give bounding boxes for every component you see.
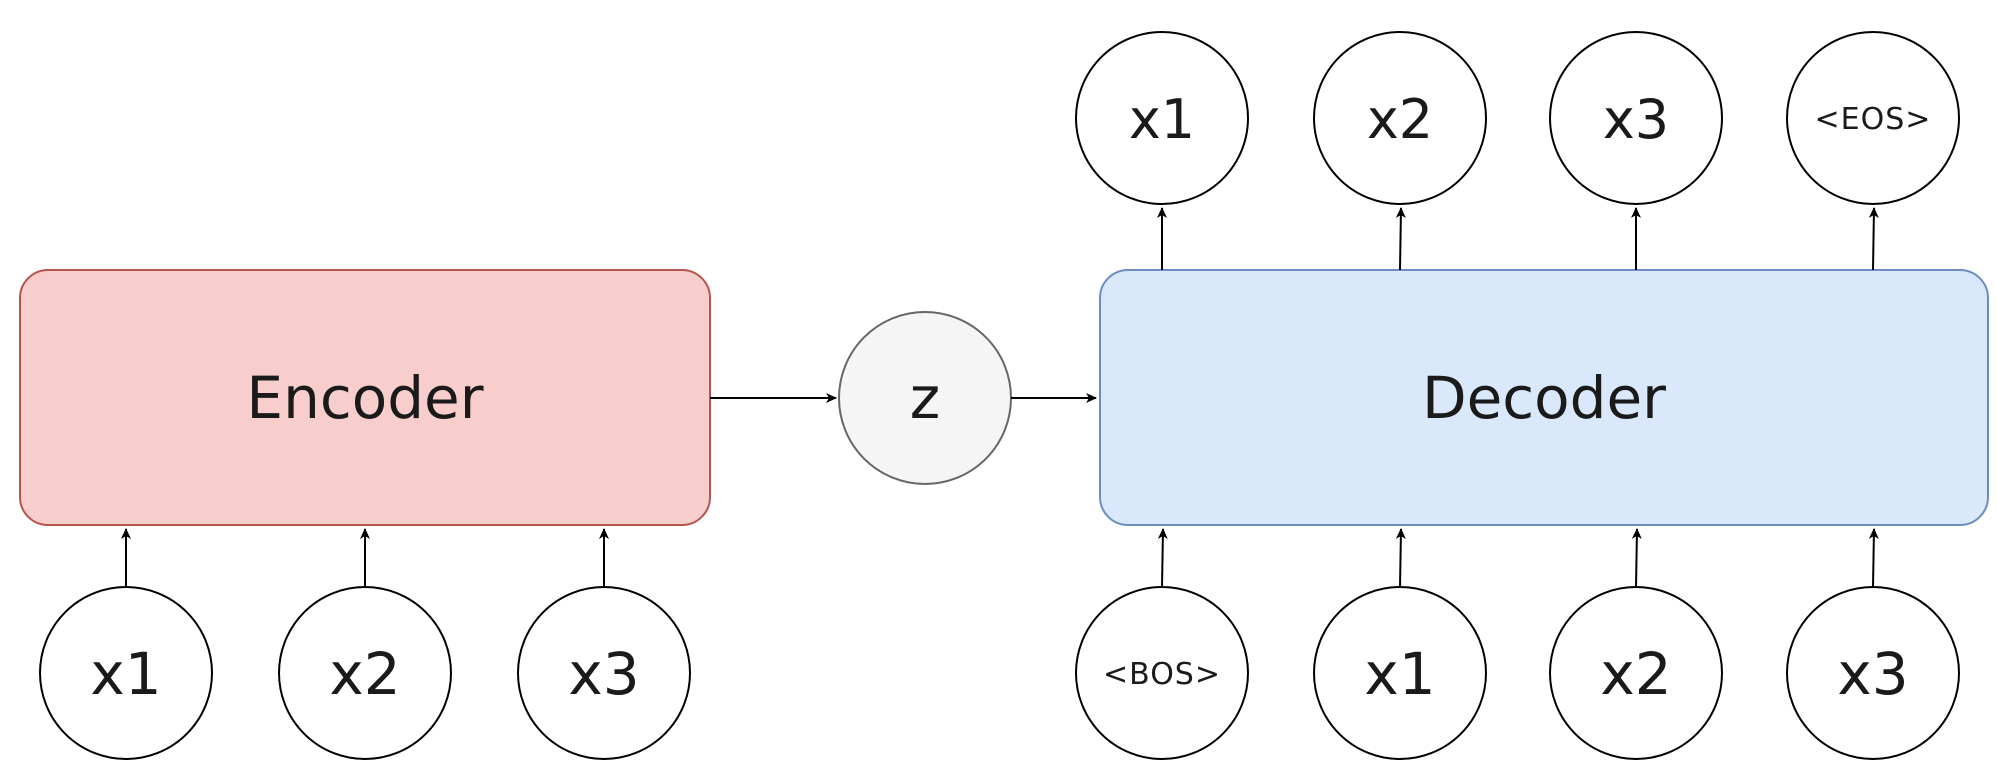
latent-node: z bbox=[838, 311, 1012, 485]
decoder-output-arrow bbox=[1395, 207, 1406, 271]
encoder-input-label: x3 bbox=[568, 640, 639, 708]
decoder-block: Decoder bbox=[1099, 269, 1989, 526]
latent-label: z bbox=[910, 364, 940, 432]
encoder-block: Encoder bbox=[19, 269, 711, 526]
decoder-input-arrow bbox=[1157, 528, 1168, 588]
decoder-output-label: <EOS> bbox=[1815, 102, 1932, 137]
decoder-output-label: x2 bbox=[1367, 88, 1433, 151]
encoder-input-node: x1 bbox=[39, 586, 213, 760]
decoder-input-arrow bbox=[1868, 528, 1879, 588]
decoder-input-label: x3 bbox=[1837, 640, 1908, 708]
decoder-input-node: x1 bbox=[1313, 586, 1487, 760]
encoder-label: Encoder bbox=[246, 364, 483, 432]
decoder-input-arrows bbox=[1157, 528, 1879, 588]
decoder-label: Decoder bbox=[1422, 364, 1666, 432]
decoder-input-arrow bbox=[1395, 528, 1406, 588]
decoder-input-label: <BOS> bbox=[1103, 657, 1221, 692]
decoder-input-label: x1 bbox=[1364, 640, 1435, 708]
decoder-input-label: x2 bbox=[1600, 640, 1671, 708]
decoder-input-node: x2 bbox=[1549, 586, 1723, 760]
encoder-input-label: x1 bbox=[90, 640, 161, 708]
encoder-input-arrows bbox=[121, 528, 609, 587]
decoder-output-node: x3 bbox=[1549, 31, 1723, 205]
decoder-inputs: <BOS> x1 x2 x3 bbox=[1075, 586, 1960, 760]
decoder-input-node: x3 bbox=[1786, 586, 1960, 760]
decoder-box bbox=[1099, 269, 1989, 526]
decoder-input-arrow bbox=[1631, 528, 1642, 588]
decoder-outputs: x1 x2 x3 <EOS> bbox=[1075, 31, 1960, 205]
decoder-output-node: x2 bbox=[1313, 31, 1487, 205]
decoder-output-label: x1 bbox=[1129, 88, 1195, 151]
decoder-output-node: <EOS> bbox=[1786, 31, 1960, 205]
decoder-output-node: x1 bbox=[1075, 31, 1249, 205]
decoder-output-arrow bbox=[1868, 207, 1879, 271]
encoder-input-node: x3 bbox=[517, 586, 691, 760]
encoder-input-node: x2 bbox=[278, 586, 452, 760]
decoder-output-label: x3 bbox=[1603, 88, 1669, 151]
decoder-input-node: <BOS> bbox=[1075, 586, 1249, 760]
encoder-inputs: x1 x2 x3 bbox=[39, 586, 691, 760]
encoder-input-label: x2 bbox=[329, 640, 400, 708]
decoder-output-arrows bbox=[1157, 207, 1879, 271]
